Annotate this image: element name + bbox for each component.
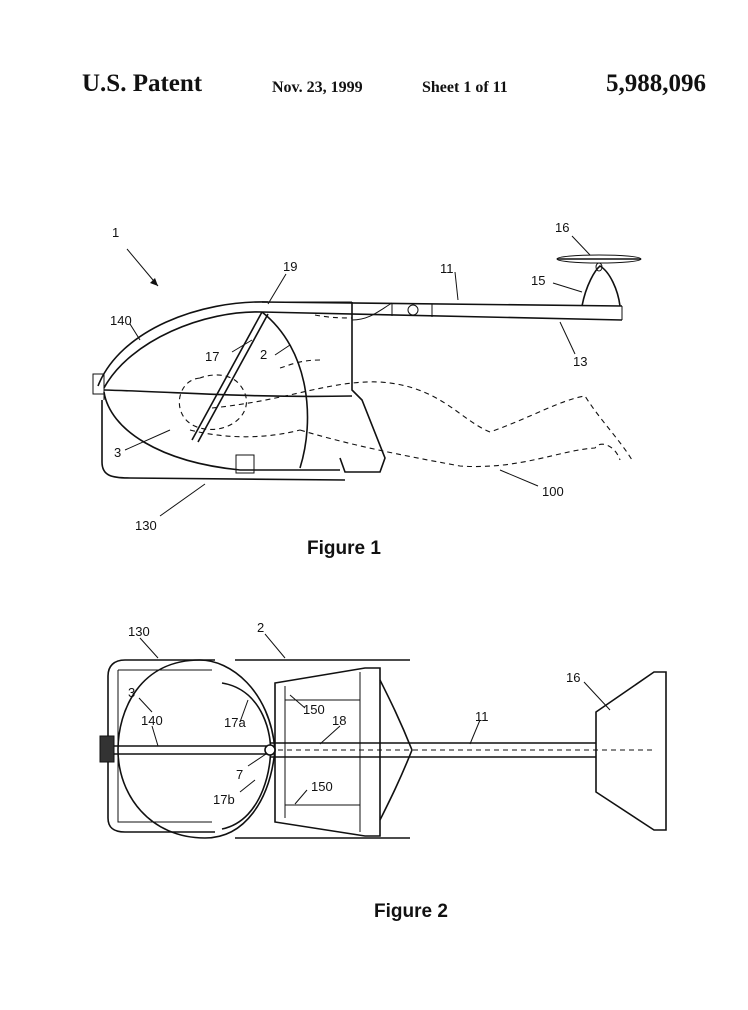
figure2-caption: Figure 2 [374,901,448,922]
fig2-label-16: 16 [566,670,580,685]
patent-number: 5,988,096 [606,70,706,97]
fig2-label-2: 2 [257,620,264,635]
fig2-label-18: 18 [332,713,346,728]
fig1-label-17: 17 [205,349,219,364]
fig1-label-19: 19 [283,259,297,274]
fig2-label-150b: 150 [311,779,333,794]
patent-label: U.S. Patent [82,70,203,97]
fig2-label-140: 140 [141,713,163,728]
fig2-label-130: 130 [128,624,150,639]
patent-date: Nov. 23, 1999 [272,79,363,96]
fig1-label-100: 100 [542,484,564,499]
fig2-label-3: 3 [128,685,135,700]
fig1-label-15: 15 [531,273,545,288]
fig1-label-3: 3 [114,445,121,460]
figure1-reference-labels: 1 16 19 11 15 140 2 17 13 3 100 130 [110,220,587,533]
sheet-number: Sheet 1 of 11 [422,79,508,96]
fig2-label-11: 11 [475,709,489,724]
figure1-helicopter-side-view [92,235,642,517]
fig1-label-11: 11 [440,261,454,276]
fig2-label-7: 7 [236,767,243,782]
figure1-caption: Figure 1 [307,538,381,559]
fig1-label-16: 16 [555,220,569,235]
fig2-label-17b: 17b [213,792,235,807]
fig1-label-13: 13 [573,354,587,369]
figure2-helicopter-top-view [99,633,667,839]
fig2-label-17a: 17a [224,715,246,730]
fig1-label-2: 2 [260,347,267,362]
fig2-label-150a: 150 [303,702,325,717]
fig1-label-1: 1 [112,225,119,240]
figure2-reference-labels: 130 2 16 3 150 140 17a 18 11 7 17b 150 [128,620,580,807]
fig1-label-140: 140 [110,313,132,328]
fig1-label-130: 130 [135,518,157,533]
